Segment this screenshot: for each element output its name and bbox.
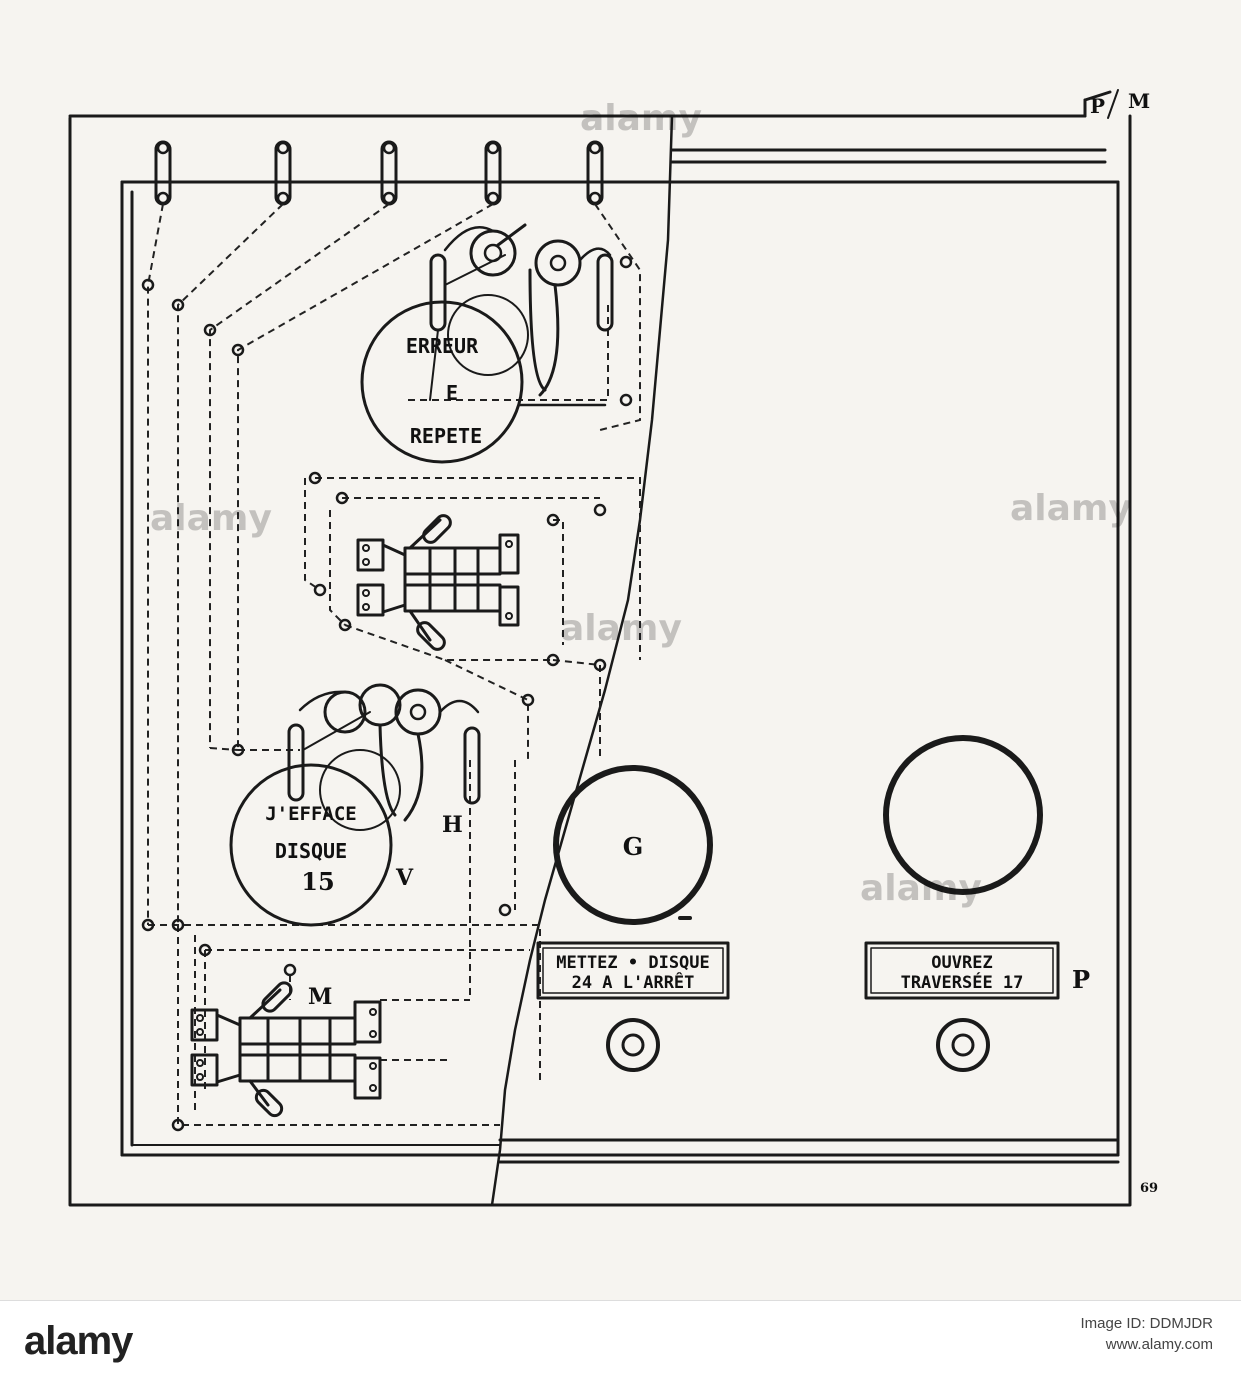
terminal-post	[484, 140, 502, 206]
terminal-post	[586, 140, 604, 206]
site-url[interactable]: www.alamy.com	[1105, 1336, 1213, 1353]
upper-commutator	[356, 514, 520, 651]
lower-indicator-disk: J'EFFACE DISQUE 15	[229, 763, 393, 927]
upper-indicator-disk: ERREUR E REPETE	[360, 300, 524, 464]
alamy-logo: alamy	[24, 1319, 133, 1363]
terminal-post	[274, 140, 292, 206]
watermarks: alamy alamy alamy alamy alamy	[150, 98, 1132, 909]
letter-m-top: M	[1128, 89, 1150, 113]
watermark-text: alamy	[860, 868, 982, 909]
terminal-post	[154, 140, 172, 206]
watermark-text: alamy	[580, 98, 702, 139]
letter-p-right: P	[1072, 965, 1090, 994]
letter-p-top: P	[1090, 94, 1105, 118]
disk-label-disque: DISQUE	[275, 839, 347, 863]
disk-label-e: E	[446, 381, 458, 405]
plate-ouvrez-traversee: OUVREZ TRAVERSÉE 17	[864, 941, 1060, 1000]
plate-left-line1: METTEZ • DISQUE	[556, 953, 710, 973]
knob-right	[936, 1018, 990, 1072]
letter-m: M	[308, 984, 332, 1010]
disk-label-repete: REPETE	[410, 424, 482, 448]
terminal-post	[380, 140, 398, 206]
plate-right-line2: TRAVERSÉE 17	[901, 971, 1024, 993]
inner-panel-frame	[120, 148, 1120, 1164]
dial-label-g: G	[623, 832, 644, 861]
telegraph-apparatus-diagram: ERREUR E REPETE	[68, 89, 1158, 1207]
disk-label-jefface: J'EFFACE	[265, 803, 357, 825]
lower-commutator	[190, 981, 382, 1118]
stock-footer: alamy Image ID: DDMJDR www.alamy.com	[0, 1300, 1241, 1391]
outer-frame	[68, 90, 1132, 1207]
watermark-text: alamy	[150, 498, 272, 539]
engraving-plate	[0, 0, 1241, 1300]
margin-number: 69	[1140, 1181, 1158, 1196]
dial-g: G	[553, 765, 713, 925]
dashed-wiring	[147, 203, 641, 1126]
image-id: Image ID: DDMJDR	[1080, 1315, 1213, 1332]
letter-h: H	[442, 812, 463, 838]
watermark-text: alamy	[560, 608, 682, 649]
footer-meta: Image ID: DDMJDR www.alamy.com	[1080, 1315, 1213, 1353]
plate-mettez-disque: METTEZ • DISQUE 24 A L'ARRÊT	[536, 941, 730, 1000]
plate-left-line2: 24 A L'ARRÊT	[572, 971, 695, 993]
lower-relay-mechanism	[287, 683, 481, 831]
disk-label-erreur: ERREUR	[406, 334, 479, 358]
terminal-posts	[154, 140, 604, 206]
plate-right-line1: OUVREZ	[931, 953, 992, 973]
binding-screws	[141, 255, 633, 1132]
upper-relay-mechanism	[429, 223, 614, 407]
watermark-text: alamy	[1010, 488, 1132, 529]
dial-right	[883, 735, 1043, 895]
disk-label-15: 15	[301, 867, 334, 896]
label-slash	[1107, 89, 1119, 119]
knob-left	[606, 1018, 660, 1072]
letter-v: V	[395, 865, 414, 891]
cutaway-edge	[490, 114, 674, 1207]
